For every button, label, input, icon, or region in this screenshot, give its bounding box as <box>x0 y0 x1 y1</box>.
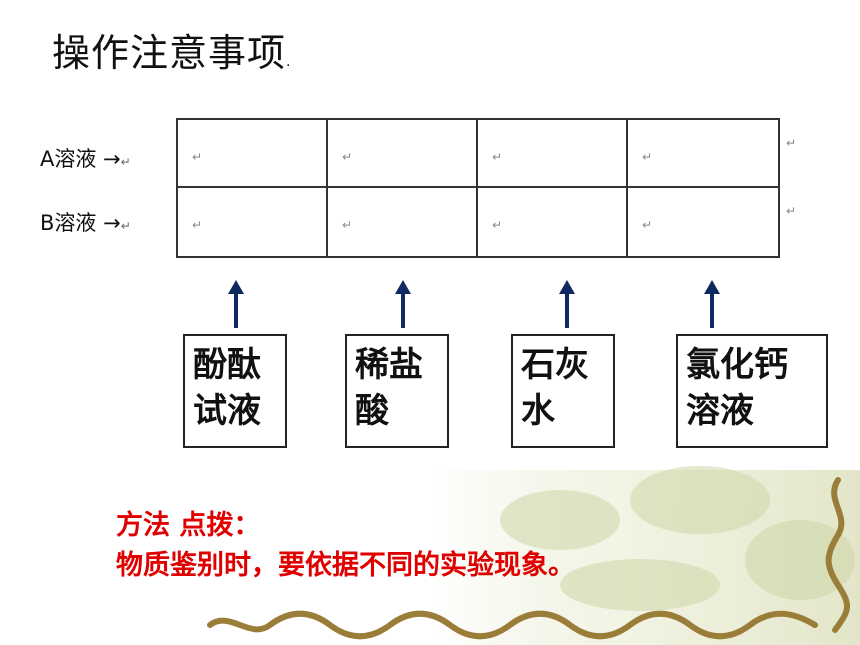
reagent-box-calcium-chloride: 氯化钙 溶液 <box>676 334 828 448</box>
cell-marker: ↵ <box>642 150 653 164</box>
up-arrow-icon <box>704 280 720 328</box>
cell-marker: ↵ <box>342 150 353 164</box>
cell-marker: ↵ <box>192 150 203 164</box>
tip-heading: 方法 点拨： <box>116 510 261 541</box>
row-label-b: B溶液 →↵ <box>40 207 131 237</box>
reagent-line2: 试液 <box>193 391 261 431</box>
row-label-a: A溶液 →↵ <box>40 143 131 173</box>
table-cell-b1: ↵ <box>178 188 328 256</box>
reagent-line1: 氯化钙 <box>686 345 788 385</box>
table-cell-a4: ↵ <box>628 120 778 188</box>
reagent-box-phenolphthalein: 酚酞 试液 <box>183 334 287 448</box>
table-cell-b4: ↵ <box>628 188 778 256</box>
row-label-a-text: A溶液 → <box>40 147 121 171</box>
reagent-box-limewater: 石灰 水 <box>511 334 615 448</box>
reagent-line1: 石灰 <box>521 345 589 385</box>
row-label-b-marker: ↵ <box>120 219 131 233</box>
cell-marker: ↵ <box>192 218 203 232</box>
method-tip: 方法 点拨： 物质鉴别时，要依据不同的实验现象。 <box>116 506 575 586</box>
up-arrow-icon <box>559 280 575 328</box>
row-end-marker: ↵ <box>786 204 797 218</box>
row-label-a-marker: ↵ <box>120 155 131 169</box>
row-end-marker: ↵ <box>786 136 797 150</box>
page-title: 操作注意事项. <box>52 22 291 77</box>
table-cell-a1: ↵ <box>178 120 328 188</box>
table-cell-a3: ↵ <box>478 120 628 188</box>
reagent-line2: 溶液 <box>686 391 754 431</box>
cell-marker: ↵ <box>492 150 503 164</box>
reagent-box-hydrochloric-acid: 稀盐 酸 <box>345 334 449 448</box>
table-cell-b2: ↵ <box>328 188 478 256</box>
reagent-line2: 酸 <box>355 391 389 431</box>
cell-marker: ↵ <box>342 218 353 232</box>
page-title-text: 操作注意事项 <box>52 31 287 75</box>
table-cell-b3: ↵ <box>478 188 628 256</box>
tip-body: 物质鉴别时，要依据不同的实验现象。 <box>116 550 575 581</box>
row-label-b-text: B溶液 → <box>40 211 121 235</box>
reagent-line2: 水 <box>521 391 555 431</box>
reagent-line1: 酚酞 <box>193 345 261 385</box>
cell-marker: ↵ <box>492 218 503 232</box>
reagent-line1: 稀盐 <box>355 345 423 385</box>
table-cell-a2: ↵ <box>328 120 478 188</box>
up-arrow-icon <box>228 280 244 328</box>
result-table: ↵ ↵ ↵ ↵ ↵ ↵ ↵ ↵ <box>176 118 780 258</box>
up-arrow-icon <box>395 280 411 328</box>
cell-marker: ↵ <box>642 218 653 232</box>
page-title-suffix: . <box>286 54 292 70</box>
